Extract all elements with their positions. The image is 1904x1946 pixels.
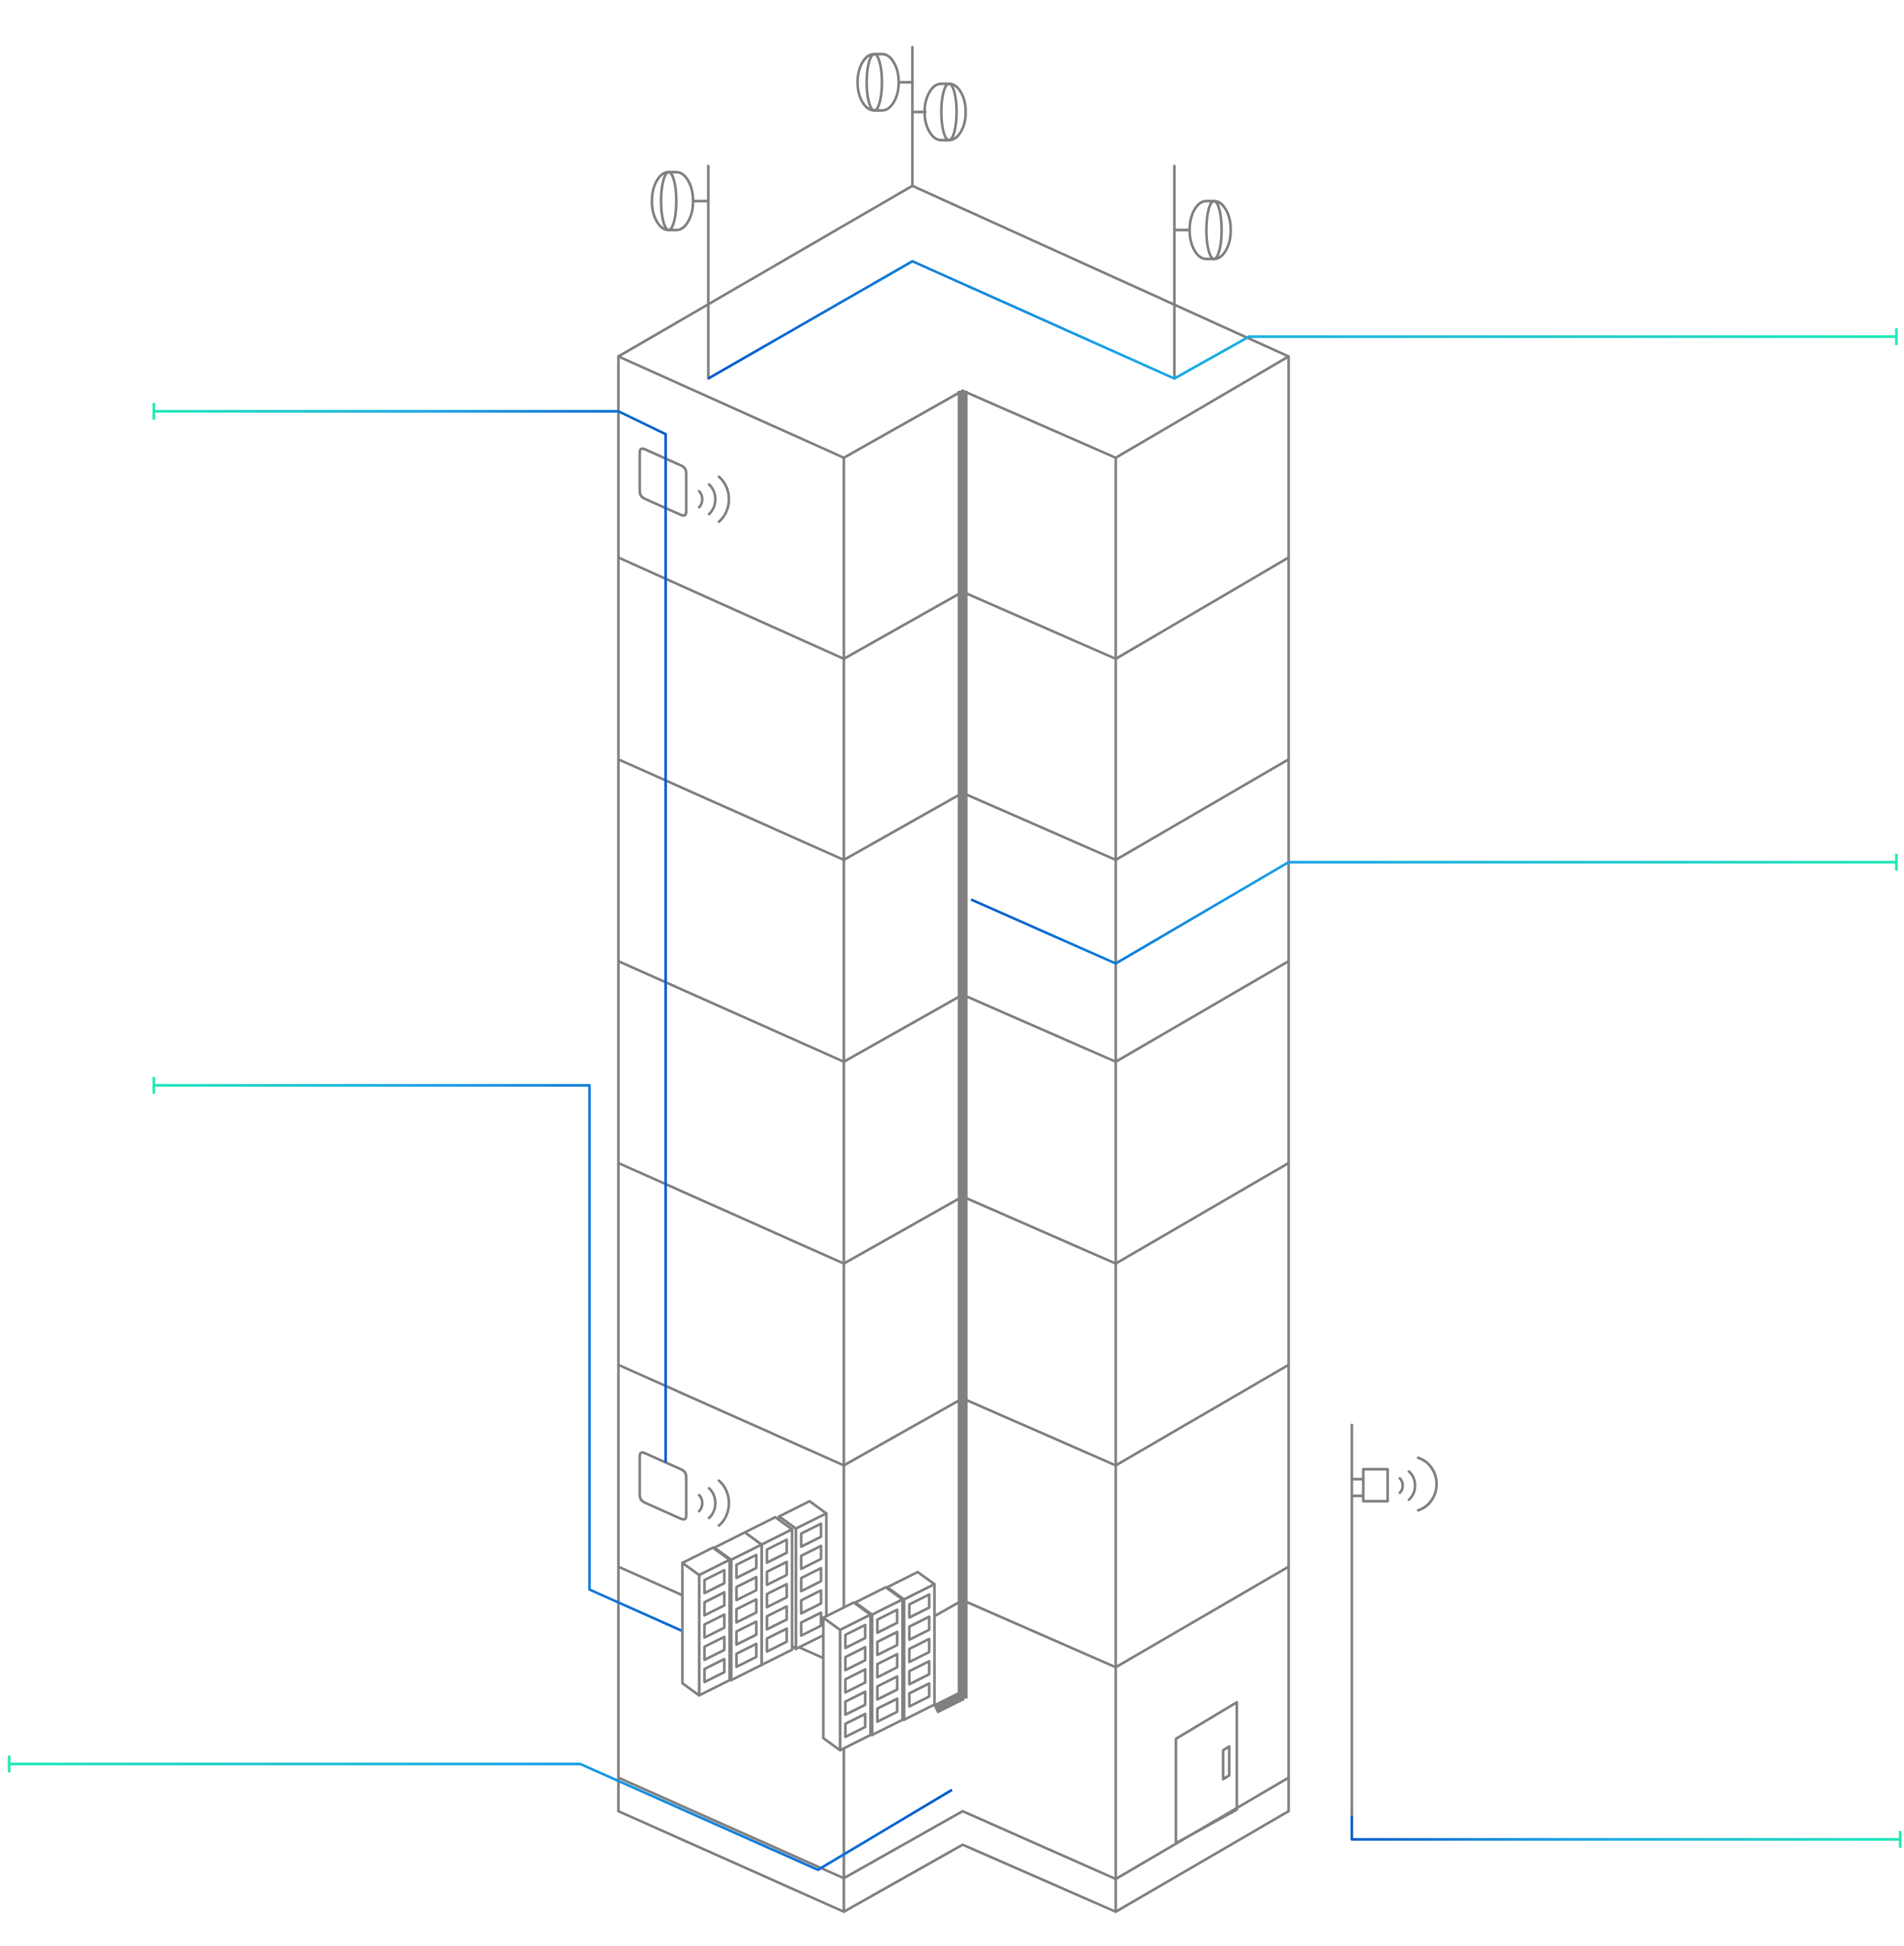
rack-drive-slot (765, 1583, 788, 1609)
rack-drive-slot (844, 1690, 867, 1717)
rack-drive-slot (844, 1668, 867, 1694)
floor-line (617, 758, 1290, 861)
indoor-antenna-icon (638, 447, 730, 523)
roof-antenna-icon (1173, 200, 1232, 260)
rack-drive-slot (735, 1642, 758, 1669)
rack-drive-slot (765, 1538, 788, 1564)
riser-cable-bend (933, 1691, 965, 1714)
door-handle (1222, 1745, 1231, 1781)
rack-drive-slot (844, 1623, 867, 1650)
server-room-cable-and-callout (154, 1084, 732, 1654)
roof-antenna-icon (911, 82, 967, 142)
rack-drive-slot (800, 1522, 823, 1548)
rack-drive-slot (876, 1675, 899, 1702)
rack-drive-slot (908, 1593, 931, 1619)
rack-drive-slot (908, 1615, 931, 1641)
floor-lines (617, 556, 1290, 1669)
rack-drive-slot (876, 1608, 899, 1634)
floor-line (617, 1162, 1290, 1265)
cables (8, 260, 1902, 1871)
server-racks (681, 1500, 936, 1752)
building-base-outline (617, 1810, 1290, 1913)
floor-line (617, 1363, 1290, 1467)
floor-line (617, 960, 1290, 1063)
roof-outline (617, 184, 1290, 459)
rack-drive-slot (765, 1560, 788, 1587)
door-icon (1174, 1701, 1238, 1845)
rack-drive-slot (765, 1605, 788, 1631)
building-base-inner (617, 1776, 1290, 1880)
signal-waves-icon (698, 1479, 730, 1527)
indoor-antenna-icon (638, 1451, 730, 1527)
rack-drive-slot (735, 1575, 758, 1602)
rack-drive-slot (735, 1620, 758, 1647)
roof-antenna-icon (650, 171, 710, 232)
rack-drive-slot (800, 1611, 823, 1638)
rack-drive-slot (800, 1589, 823, 1615)
roof-antenna-icon (856, 53, 914, 112)
outdoor-antenna-cable-and-callout (1350, 1816, 1900, 1841)
rack-drive-slot (703, 1613, 726, 1639)
outdoor-antenna-icon (1350, 1424, 1438, 1817)
rack-drive-slot (765, 1627, 788, 1654)
rack-side (822, 1616, 842, 1752)
roof-cable-and-callout (708, 260, 1896, 380)
floor-cable-and-callout (970, 861, 1896, 965)
rack-drive-slot (844, 1712, 867, 1739)
rack-drive-slot (703, 1635, 726, 1662)
rack-drive-slot (735, 1553, 758, 1580)
rack-drive-slot (908, 1682, 931, 1708)
rack-drive-slot (735, 1598, 758, 1624)
server-rack-icon (681, 1546, 731, 1697)
floor-line (617, 556, 1290, 660)
signal-waves-icon (1398, 1456, 1438, 1512)
server-rack-icon (822, 1601, 872, 1752)
rack-drive-slot (703, 1590, 726, 1617)
rack-drive-slot (876, 1653, 899, 1679)
rack-side (681, 1561, 701, 1697)
rack-drive-slot (703, 1657, 726, 1684)
rack-drive-slot (876, 1630, 899, 1657)
ground-cable-and-callout (9, 1762, 953, 1871)
rack-drive-slot (800, 1544, 823, 1571)
rack-drive-slot (703, 1568, 726, 1595)
rack-drive-slot (908, 1638, 931, 1663)
rack-drive-slot (844, 1645, 867, 1672)
rack-drive-slot (908, 1660, 931, 1686)
building (617, 184, 1290, 1913)
indoor-antenna-feed-cable (154, 410, 667, 1462)
rack-drive-slot (800, 1567, 823, 1593)
roof-antennas (650, 46, 1232, 380)
signal-waves-icon (698, 475, 730, 523)
rack-drive-slot (876, 1697, 899, 1724)
